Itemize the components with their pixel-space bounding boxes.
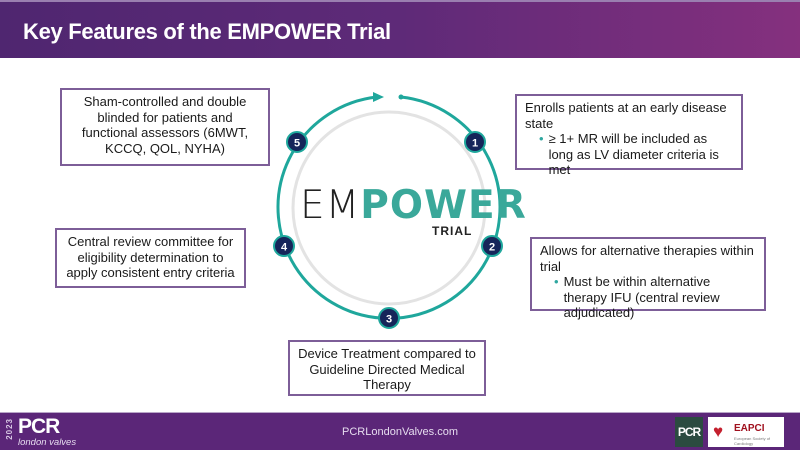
step-2-marker: 2 xyxy=(481,235,503,257)
step-number: 2 xyxy=(489,242,495,254)
step-3-marker: 3 xyxy=(378,307,400,329)
feature-subtext: Must be within alternative therapy IFU (… xyxy=(563,274,720,320)
heart-icon: ♥ xyxy=(713,422,724,441)
empower-trial-logo: EMPOWER TRIAL xyxy=(300,183,526,239)
feature-subtext: ≥ 1+ MR will be included as long as LV d… xyxy=(548,131,719,177)
slide-title: Key Features of the EMPOWER Trial xyxy=(23,19,391,44)
feature-text: Sham-controlled and double blinded for p… xyxy=(81,94,249,156)
feature-text: Device Treatment compared to Guideline D… xyxy=(298,346,476,392)
step-number: 4 xyxy=(281,242,288,254)
ring-start-dot xyxy=(398,94,404,100)
arrow-head-icon xyxy=(373,92,384,102)
feature-box-device-treatment: Device Treatment compared to Guideline D… xyxy=(288,340,486,396)
footer-url[interactable]: PCRLondonValves.com xyxy=(342,426,458,438)
eapci-label: EAPCI xyxy=(734,423,765,434)
step-number: 5 xyxy=(294,138,300,150)
bullet-icon: • xyxy=(539,131,544,146)
step-1-marker: 1 xyxy=(464,131,486,153)
feature-text: Central review committee for eligibility… xyxy=(66,234,235,280)
eapci-sublabel: European Society of Cardiology xyxy=(734,436,771,446)
slide-footer: 2023 PCR london valves PCRLondonValves.c… xyxy=(0,412,800,450)
feature-text: Enrolls patients at an early disease sta… xyxy=(525,100,727,131)
step-4-marker: 4 xyxy=(273,235,295,257)
step-number: 1 xyxy=(472,138,478,150)
logo-power: POWER xyxy=(360,183,527,228)
pcr-logo-subtitle: london valves xyxy=(18,437,77,448)
logo-trial: TRIAL xyxy=(432,224,473,238)
partner-eapci-logo: ♥ EAPCI European Society of Cardiology xyxy=(708,417,784,447)
feature-box-blinding: Sham-controlled and double blinded for p… xyxy=(60,88,270,166)
bullet-icon: • xyxy=(554,274,559,289)
feature-text: Allows for alternative therapies within … xyxy=(540,243,754,274)
inner-ring xyxy=(291,110,487,306)
feature-box-central-review: Central review committee for eligibility… xyxy=(55,228,246,288)
feature-box-alternative-therapies: Allows for alternative therapies within … xyxy=(530,237,766,320)
step-number: 3 xyxy=(386,314,392,326)
step-5-marker: 5 xyxy=(286,131,308,153)
logo-em: EM xyxy=(300,183,361,228)
partner-pcr-logo: PCR xyxy=(675,417,703,447)
slide-header: Key Features of the EMPOWER Trial xyxy=(0,0,800,58)
feature-box-enrollment: Enrolls patients at an early disease sta… xyxy=(515,94,743,177)
pcr-logo: PCR xyxy=(18,415,60,438)
